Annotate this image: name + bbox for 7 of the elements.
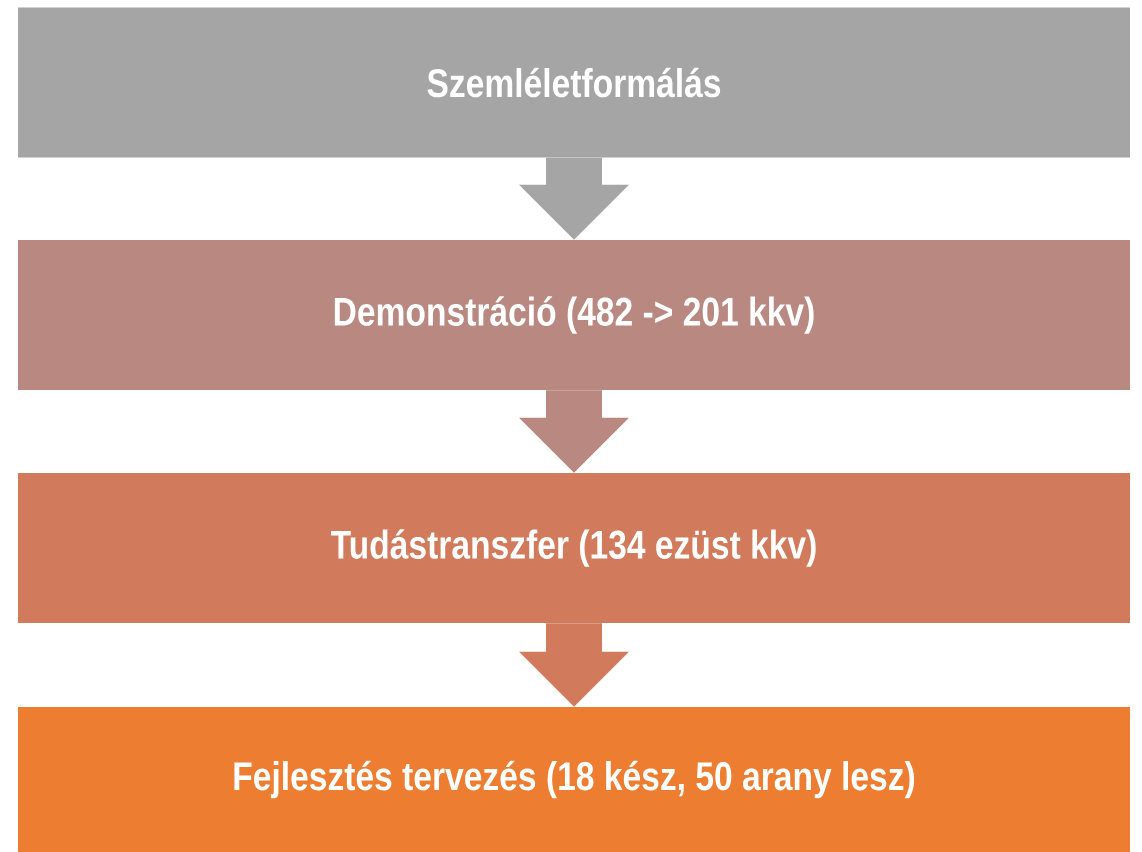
process-box: Tudástranszfer (134 ezüst kkv): [18, 473, 1130, 623]
block-arrow: [519, 157, 629, 240]
process-box: Fejlesztés tervezés (18 kész, 50 arany lesz): [18, 707, 1130, 852]
process-box: Szemléletformálás: [18, 7, 1130, 158]
block-arrow: [519, 390, 629, 473]
process-box: Demonstráció (482 -> 201 kkv): [18, 240, 1130, 390]
block-arrow: [519, 623, 629, 707]
